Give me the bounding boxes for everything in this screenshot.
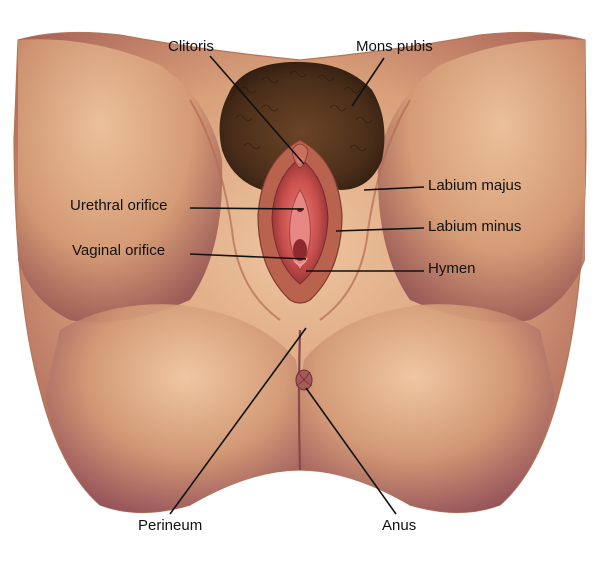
gluteal-cleft [297, 329, 302, 471]
leader-urethral-orifice [189, 207, 305, 210]
clitoral-hood [291, 143, 309, 169]
vaginal-opening [293, 239, 307, 261]
leader-labium-minus [335, 227, 425, 232]
label-mons-pubis: Mons pubis [356, 38, 433, 55]
label-urethral-orifice: Urethral orifice [70, 197, 168, 214]
left-thigh [18, 39, 223, 323]
leader-labium-majus [363, 186, 425, 191]
left-groin-crease [189, 99, 281, 321]
label-hymen: Hymen [428, 260, 476, 277]
label-clitoris: Clitoris [168, 38, 214, 55]
leader-anus [305, 387, 397, 515]
pubic-hair [219, 61, 385, 190]
right-thigh [377, 39, 585, 323]
label-vaginal-orifice: Vaginal orifice [72, 242, 166, 259]
leader-vaginal-orifice [189, 253, 307, 260]
leader-mons-pubis [351, 57, 385, 107]
right-buttock [298, 304, 555, 513]
hymen-ring [292, 257, 308, 266]
leader-perineum [169, 327, 307, 515]
label-labium-minus: Labium minus [428, 218, 522, 235]
anal-folds [295, 371, 313, 387]
leader-clitoris [209, 55, 305, 165]
label-anus: Anus [382, 517, 417, 534]
leader-lines [169, 55, 425, 515]
label-perineum: Perineum [138, 517, 203, 534]
left-buttock [45, 304, 302, 513]
hair-texture [235, 70, 373, 152]
label-labium-majus: Labium majus [428, 177, 522, 194]
